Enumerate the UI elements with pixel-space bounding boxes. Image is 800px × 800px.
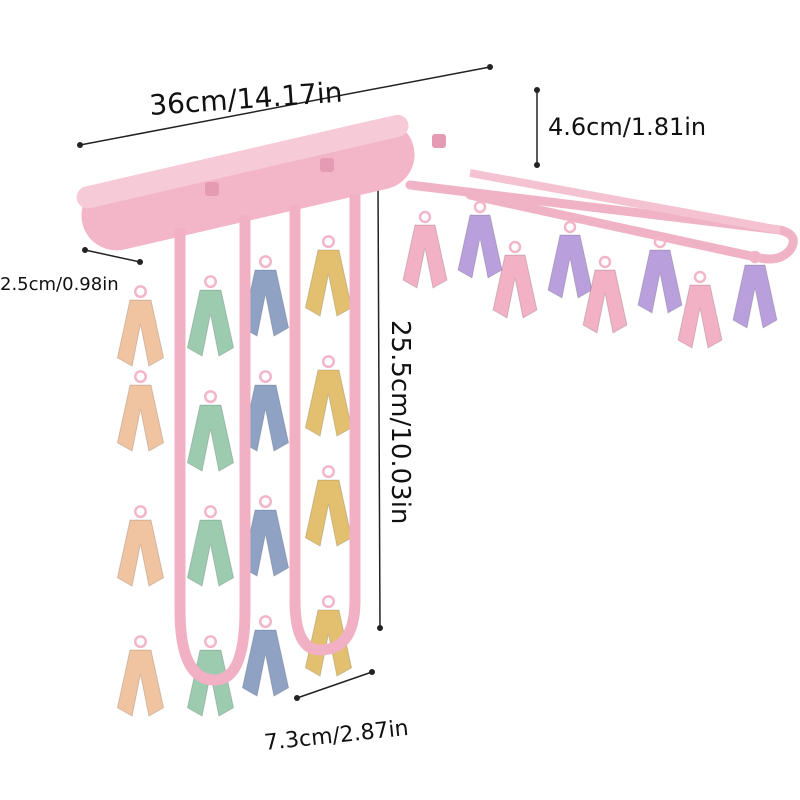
clothespin-clip [186,505,235,587]
hanging-loop-left [174,215,251,686]
clothespin-clip [304,465,353,547]
clothespin-clip [116,635,165,717]
clothespin-clip [304,235,353,317]
loop-width-dimension-line [296,671,373,699]
clothespin-clip [304,355,353,437]
clothespin-clip [186,390,235,472]
hanging-loop-right [289,195,361,656]
clothespin-clip [732,250,778,329]
clothespin-clip [677,270,723,349]
loop-width-label: 7.3cm/2.87in [263,716,410,756]
clothespin-clip [304,595,353,677]
side-rack [405,180,798,264]
clothespin-clip [241,615,290,697]
clothespin-clip [547,220,593,299]
mount-hooks [205,134,446,196]
width-label: 36cm/14.17in [148,76,343,122]
width-dimension-line [79,66,491,146]
clothespin-clip [116,285,165,367]
clothespin-clip [582,255,628,334]
clip-spacing-label: 2.5cm/0.98in [0,274,119,295]
height-label: 25.5cm/10.03in [385,320,415,524]
clothespin-clip [186,275,235,357]
clothespin-clip [186,635,235,717]
height-dimension-line [377,184,381,629]
clothespin-clip [492,240,538,319]
clothespin-clip [116,505,165,587]
clothespin-clip [116,370,165,452]
clothespin-clip [637,235,683,314]
clothespin-clip [457,200,503,279]
depth-label: 4.6cm/1.81in [548,113,706,141]
clip-spacing-dimension-line [84,249,141,263]
clothespin-clip [402,210,448,289]
